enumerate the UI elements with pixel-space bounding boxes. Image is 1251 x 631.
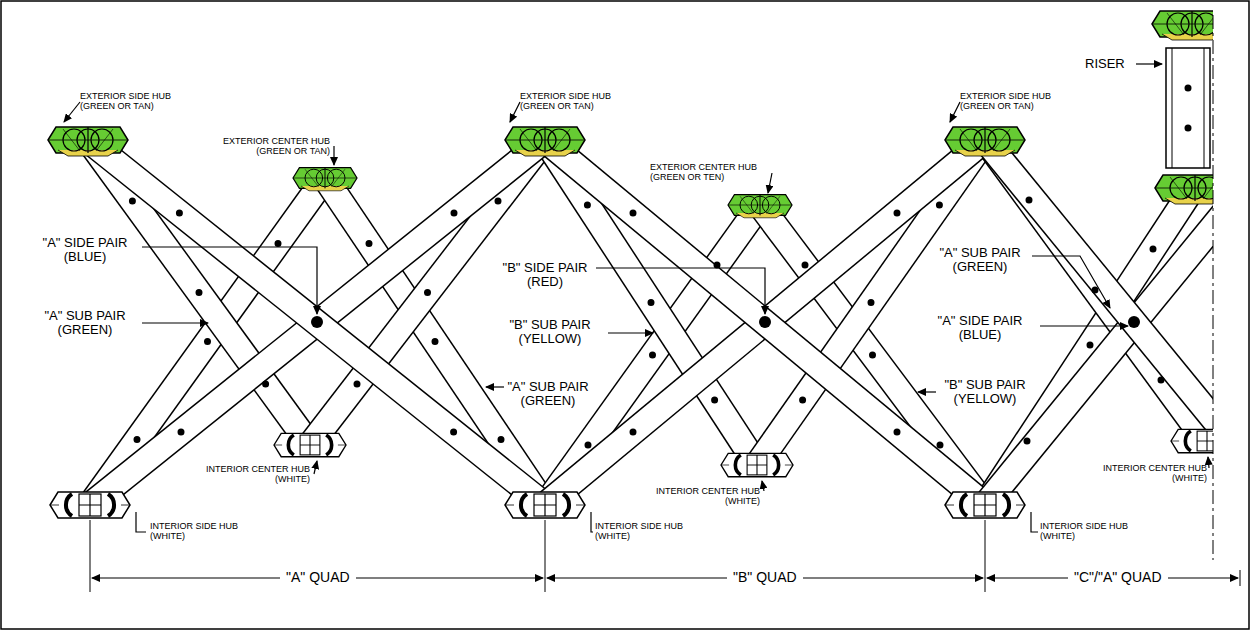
dimension-label: "C"/"A" QUAD [1068,570,1168,585]
hubs [48,11,1213,518]
hub-label: INTERIOR CENTER HUB (WHITE) [638,487,760,507]
hub-label: INTERIOR SIDE HUB (WHITE) [1040,522,1152,542]
hub-label: EXTERIOR CENTER HUB (GREEN OR TAN) [205,137,330,157]
pair-label: "A" SUB PAIR (GREEN) [930,246,1030,275]
pair-label: "A" SIDE PAIR (BLUE) [30,236,140,265]
pair-label: "A" SIDE PAIR (BLUE) [925,314,1035,343]
hub-label: EXTERIOR CENTER HUB (GREEN OR TEN) [650,163,780,183]
hub-label: EXTERIOR SIDE HUB (GREEN OR TAN) [80,92,198,112]
pair-label: "B" SUB PAIR (YELLOW) [495,318,605,347]
hub-label: INTERIOR CENTER HUB (WHITE) [1085,464,1207,484]
pair-label: "B" SUB PAIR (YELLOW) [930,378,1040,407]
leader-lines [64,64,1209,532]
hub-label: INTERIOR SIDE HUB (WHITE) [595,522,707,542]
pair-label: "B" SIDE PAIR (RED) [490,261,600,290]
part-label: RISER [1085,57,1145,71]
hub-label: EXTERIOR SIDE HUB (GREEN OR TAN) [960,92,1078,112]
break-line [1213,15,1214,560]
dimension-line [90,520,1240,592]
pair-label: "A" SUB PAIR (GREEN) [30,309,140,338]
pair-label: "A" SUB PAIR (GREEN) [498,380,598,409]
hub-label: INTERIOR SIDE HUB (WHITE) [150,522,262,542]
dimension-label: "B" QUAD [727,570,803,585]
dimension-label: "A" QUAD [280,570,356,585]
scissor-bars [88,120,1213,525]
hub-label: EXTERIOR SIDE HUB (GREEN OR TAN) [520,92,638,112]
hub-label: INTERIOR CENTER HUB (WHITE) [188,465,310,485]
